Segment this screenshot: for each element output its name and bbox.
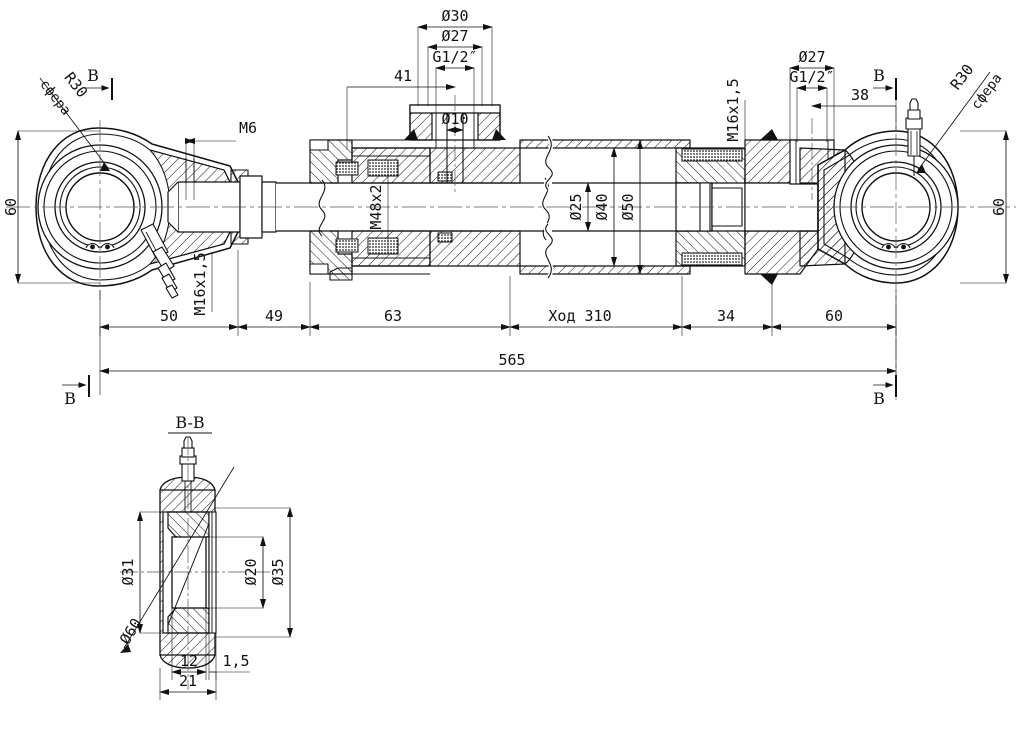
dim-value: 49: [265, 307, 283, 325]
section-marker-b-top-left: B: [85, 66, 113, 100]
grease-fitting-right: [905, 98, 923, 176]
dim-bb-12: 12: [171, 608, 207, 680]
dim-value: Ø40: [593, 193, 611, 220]
dim-port-g12: G1/2″: [432, 48, 478, 113]
dim-rport-d27: Ø27: [789, 48, 835, 142]
dim-value: 38: [851, 86, 869, 104]
dim-value: G1/2″: [432, 48, 477, 66]
dim-bb-21: 21: [159, 668, 217, 700]
section-marker-b-bottom-left: B: [62, 375, 90, 408]
dim-port-d30: Ø30: [417, 7, 493, 106]
dim-value: M16x1,5: [191, 252, 209, 315]
note-radius: R30: [947, 61, 978, 93]
dim-value: Ø20: [242, 558, 260, 585]
cylinder-head-gland: [309, 139, 521, 281]
section-marker-b-top-right: B: [873, 66, 897, 100]
section-marker-b-bottom-right: B: [873, 375, 897, 408]
dim-value: 12: [180, 652, 198, 670]
dim-value: M48x2: [367, 184, 385, 229]
marker-label: B: [873, 389, 885, 408]
dim-value: 1,5: [222, 652, 249, 670]
dim-port-d27: Ø27: [427, 27, 483, 106]
dim-value: M16x1,5: [724, 78, 742, 141]
dim-right-height-60: 60: [960, 130, 1009, 284]
bb-section-view: B-B: [116, 413, 293, 700]
cylinder-tube: [519, 134, 691, 280]
dim-value: 60: [825, 307, 843, 325]
dim-offset-38: 38: [811, 86, 897, 130]
dim-value: 50: [160, 307, 178, 325]
dim-m48x2: M48x2: [367, 160, 389, 254]
dim-value: 41: [394, 67, 412, 85]
dim-rport-g12: G1/2″: [789, 68, 835, 142]
dim-piston-d40: Ø40: [593, 147, 617, 267]
dim-value: M6: [239, 119, 257, 137]
dim-value: Ход 310: [548, 307, 611, 325]
dim-m16-right: M16x1,5: [724, 78, 746, 150]
dim-left-height-60: 60: [2, 130, 100, 284]
dim-value: 63: [384, 307, 402, 325]
dim-value: Ø35: [269, 558, 287, 585]
dim-value: Ø31: [119, 558, 137, 585]
dim-value: Ø25: [567, 193, 585, 220]
dim-m6: M6: [185, 119, 257, 200]
marker-label: B: [64, 389, 76, 408]
grease-fitting-left: [140, 223, 179, 299]
marker-label: B: [873, 66, 885, 85]
dim-value: 21: [179, 672, 197, 690]
dim-m16-left: M16x1,5: [191, 252, 213, 316]
dim-value: 60: [990, 198, 1008, 216]
dim-bb-d20: Ø20: [206, 536, 266, 609]
dim-value: Ø10: [441, 110, 468, 128]
dim-offset-41: 41: [346, 67, 456, 150]
dim-bb-d35: Ø35: [215, 507, 293, 638]
dim-bb-d31: Ø31: [119, 511, 172, 634]
dim-value: Ø50: [619, 193, 637, 220]
bb-title: B-B: [175, 413, 204, 432]
dim-overall-565: 565: [99, 327, 897, 395]
dimension-chain: 50 49 63 Ход 310 34 60: [99, 250, 897, 336]
left-eye-assembly: [35, 120, 249, 300]
dim-value: Ø27: [798, 48, 825, 66]
dim-tube-d50: Ø50: [619, 139, 643, 275]
port-boss-left: [404, 95, 506, 195]
dim-value: Ø30: [441, 7, 468, 25]
dim-value: 34: [717, 307, 735, 325]
dim-bb-15: 1,5: [208, 633, 250, 680]
dim-bore-d10: Ø10: [441, 110, 469, 133]
dim-value: Ø27: [441, 27, 468, 45]
dim-value: 565: [498, 351, 525, 369]
dim-value: G1/2″: [789, 68, 834, 86]
marker-label: B: [87, 66, 99, 85]
dim-value: 60: [2, 198, 20, 216]
note-sphere: сфера: [968, 71, 1005, 113]
dim-rod-d25: Ø25: [567, 182, 591, 232]
